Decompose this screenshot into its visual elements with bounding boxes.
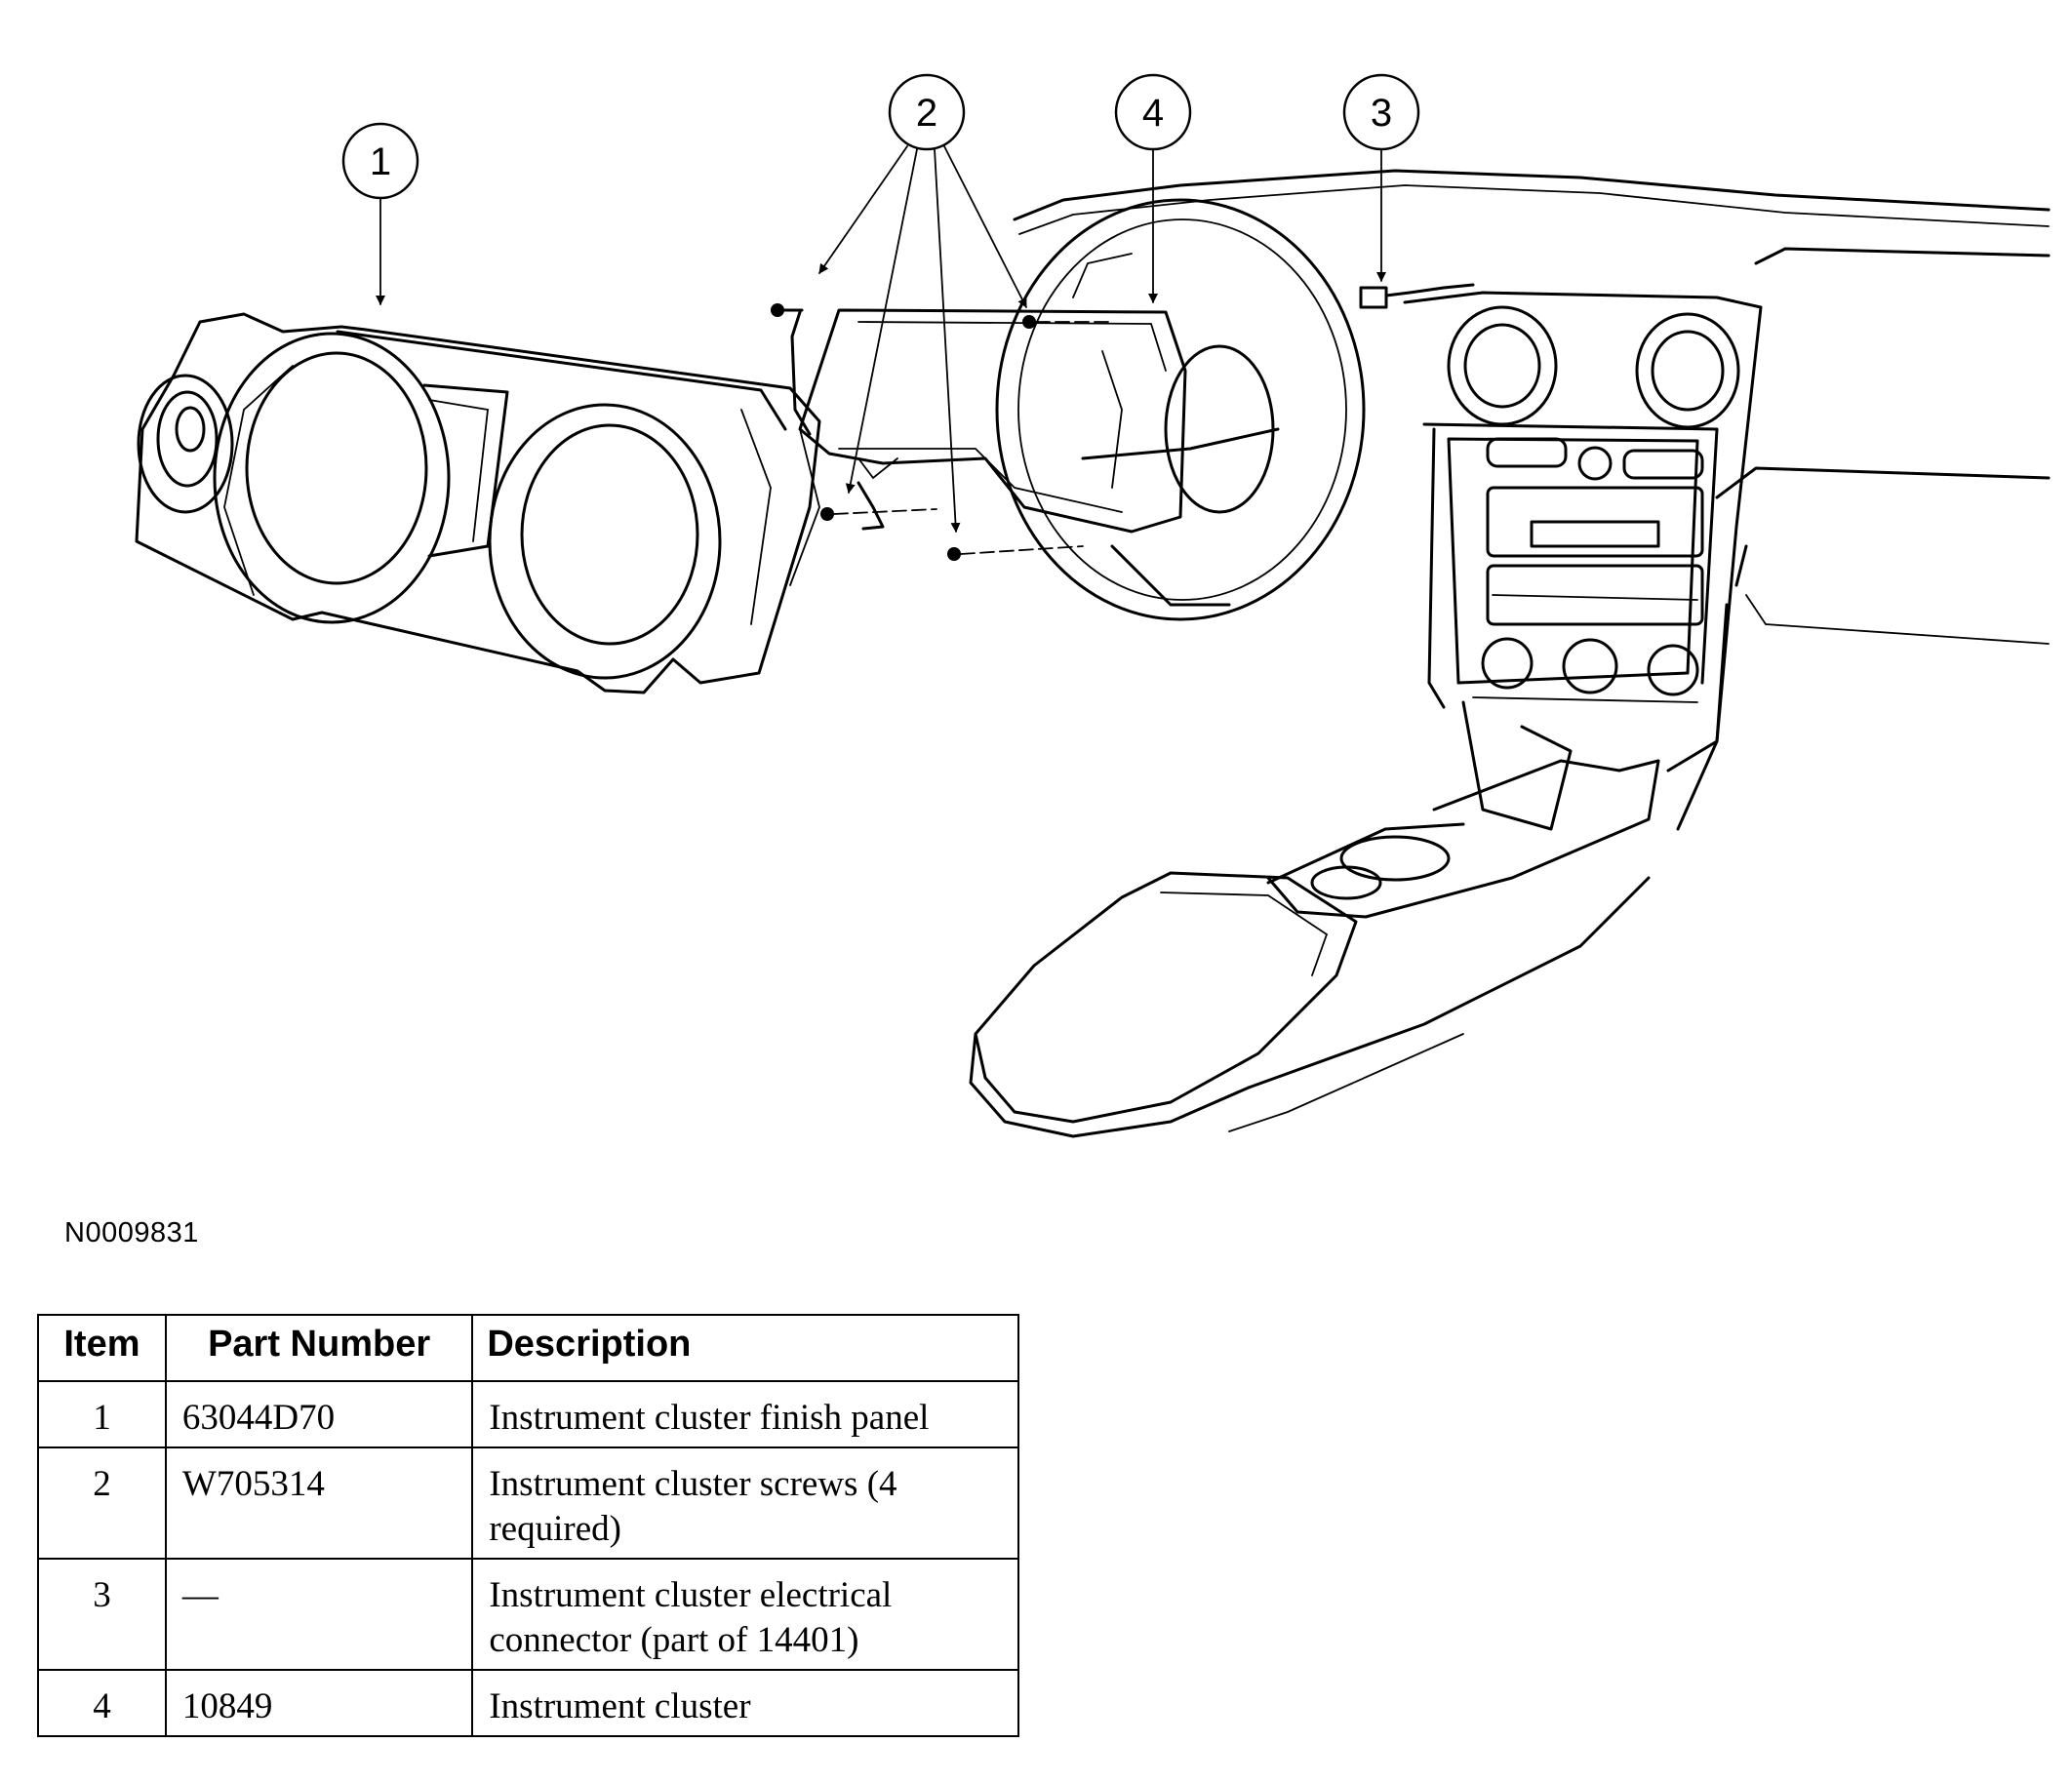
- screws-drawing: [771, 303, 1113, 561]
- cell-item: 3: [37, 1558, 167, 1671]
- cell-part-number: 63044D70: [164, 1380, 474, 1448]
- cell-part-number: 10849: [164, 1669, 474, 1737]
- cell-description: Instrument cluster: [471, 1669, 1019, 1737]
- table-row: 4 10849 Instrument cluster: [37, 1669, 1019, 1737]
- callout-2: 2: [818, 73, 1027, 533]
- table-row: 3 — Instrument cluster electrical connec…: [37, 1558, 1019, 1671]
- dashboard-drawing: [969, 169, 2051, 1138]
- callout-4: 4: [1114, 73, 1192, 303]
- header-description: Description: [471, 1314, 1019, 1382]
- cell-part-number: W705314: [164, 1446, 474, 1560]
- instrument-cluster-drawing: [790, 308, 1187, 534]
- cell-item: 4: [37, 1669, 167, 1737]
- parts-table: Item Part Number Description 1 63044D70 …: [37, 1314, 1019, 1737]
- svg-text:3: 3: [1371, 92, 1392, 135]
- table-header-row: Item Part Number Description: [37, 1314, 1019, 1382]
- svg-text:2: 2: [916, 92, 937, 135]
- cell-description: Instrument cluster finish panel: [471, 1380, 1019, 1448]
- figure-id: N0009831: [64, 1217, 199, 1248]
- cell-item: 1: [37, 1380, 167, 1448]
- exploded-view-illustration: 1 2 4 3: [135, 73, 2051, 1138]
- callout-3: 3: [1342, 73, 1420, 282]
- cell-part-number: —: [164, 1558, 474, 1671]
- svg-text:1: 1: [370, 140, 391, 183]
- table-row: 1 63044D70 Instrument cluster finish pan…: [37, 1380, 1019, 1448]
- header-part-number: Part Number: [164, 1314, 474, 1382]
- header-item: Item: [37, 1314, 167, 1382]
- cell-description: Instrument cluster electrical connector …: [471, 1558, 1019, 1671]
- cell-item: 2: [37, 1446, 167, 1560]
- svg-text:4: 4: [1142, 92, 1164, 135]
- cell-description: Instrument cluster screws (4 required): [471, 1446, 1019, 1560]
- table-row: 2 W705314 Instrument cluster screws (4 r…: [37, 1446, 1019, 1560]
- finish-panel-drawing: [135, 312, 821, 694]
- callout-1: 1: [341, 122, 419, 305]
